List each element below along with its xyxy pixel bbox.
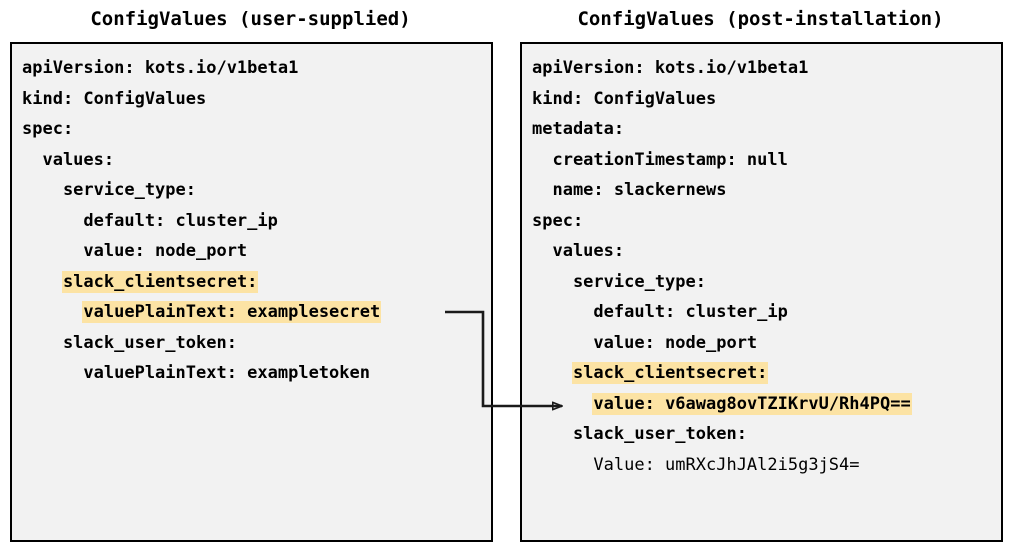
right-code-line: slack_user_token: bbox=[532, 419, 1001, 450]
right-code-line: creationTimestamp: null bbox=[532, 145, 1001, 176]
right-code-line: default: cluster_ip bbox=[532, 297, 1001, 328]
right-code-line-text: Value: umRXcJhJAl2i5g3jS4= bbox=[532, 454, 860, 475]
right-code-line-text: name: slackernews bbox=[532, 180, 727, 200]
right-code-lines: apiVersion: kots.io/v1beta1 kind: ConfigV… bbox=[532, 53, 1001, 480]
right-code-line-text: kind: ConfigValues bbox=[532, 88, 717, 109]
right-code-line-text: slack_user_token: bbox=[532, 424, 747, 444]
right-code-line: metadata: bbox=[532, 114, 1001, 145]
right-code-line: name: slackernews bbox=[532, 175, 1001, 206]
left-code-line-highlighted-text: valuePlainText: examplesecret bbox=[83, 302, 381, 322]
right-code-line: value: node_port bbox=[532, 328, 1001, 359]
right-code-line-indent bbox=[532, 394, 593, 414]
left-code-line-text: values: bbox=[22, 149, 115, 170]
left-panel: ConfigValues (user-supplied) apiVersion:… bbox=[6, 0, 505, 559]
right-code-line-highlighted-text: value: v6awag8ovTZIKrvU/Rh4PQ== bbox=[593, 393, 911, 414]
left-code-line: valuePlainText: examplesecret bbox=[22, 297, 491, 328]
right-code-line-text: apiVersion: kots.io/v1beta1 bbox=[532, 58, 809, 78]
left-code-line-text: spec: bbox=[22, 119, 74, 139]
right-code-line-indent bbox=[532, 363, 573, 383]
right-code-line: service_type: bbox=[532, 267, 1001, 298]
left-code-lines: apiVersion: kots.io/v1beta1 kind: ConfigV… bbox=[22, 53, 491, 389]
right-code-line: value: v6awag8ovTZIKrvU/Rh4PQ== bbox=[532, 389, 1001, 420]
left-code-line: slack_clientsecret: bbox=[22, 267, 491, 298]
right-code-box: apiVersion: kots.io/v1beta1 kind: ConfigV… bbox=[520, 42, 1003, 542]
left-code-line: apiVersion: kots.io/v1beta1 bbox=[22, 53, 491, 84]
left-code-line-text: slack_user_token: bbox=[22, 332, 237, 353]
left-code-line: slack_user_token: bbox=[22, 328, 491, 359]
right-code-line: slack_clientsecret: bbox=[532, 358, 1001, 389]
left-code-line: spec: bbox=[22, 114, 491, 145]
right-code-line-text: spec: bbox=[532, 210, 584, 231]
left-code-line-indent bbox=[22, 302, 83, 322]
left-code-line-text: value: node_port bbox=[22, 241, 248, 261]
left-code-line-indent bbox=[22, 272, 63, 292]
right-code-line: kind: ConfigValues bbox=[532, 84, 1001, 115]
left-code-line: default: cluster_ip bbox=[22, 206, 491, 237]
left-code-line: valuePlainText: exampletoken bbox=[22, 358, 491, 389]
left-code-line-highlighted-text: slack_clientsecret: bbox=[62, 271, 258, 292]
left-code-line: service_type: bbox=[22, 175, 491, 206]
right-code-line-text: service_type: bbox=[532, 271, 706, 292]
right-code-line-text: default: cluster_ip bbox=[532, 302, 788, 322]
right-code-line: spec: bbox=[532, 206, 1001, 237]
right-code-line-text: value: node_port bbox=[532, 332, 758, 353]
left-code-line-text: apiVersion: kots.io/v1beta1 bbox=[22, 58, 299, 78]
right-panel-title: ConfigValues (post-installation) bbox=[577, 8, 944, 30]
right-code-line-text: creationTimestamp: null bbox=[532, 149, 788, 170]
left-code-line: kind: ConfigValues bbox=[22, 84, 491, 115]
left-code-line-text: service_type: bbox=[22, 180, 196, 200]
left-code-line-text: valuePlainText: exampletoken bbox=[22, 363, 370, 383]
left-code-line-text: default: cluster_ip bbox=[22, 210, 278, 231]
left-code-line: values: bbox=[22, 145, 491, 176]
right-code-line-highlighted-text: slack_clientsecret: bbox=[572, 363, 768, 383]
left-code-line-text: kind: ConfigValues bbox=[22, 88, 207, 109]
right-code-line: values: bbox=[532, 236, 1001, 267]
left-panel-title: ConfigValues (user-supplied) bbox=[90, 8, 411, 30]
left-code-line: value: node_port bbox=[22, 236, 491, 267]
right-code-line: apiVersion: kots.io/v1beta1 bbox=[532, 53, 1001, 84]
right-panel: ConfigValues (post-installation) apiVers… bbox=[516, 0, 1015, 559]
right-code-line-text: metadata: bbox=[532, 119, 625, 139]
right-code-line-text: values: bbox=[532, 241, 625, 261]
right-code-line: Value: umRXcJhJAl2i5g3jS4= bbox=[532, 450, 1001, 481]
left-code-box: apiVersion: kots.io/v1beta1 kind: ConfigV… bbox=[10, 42, 493, 542]
